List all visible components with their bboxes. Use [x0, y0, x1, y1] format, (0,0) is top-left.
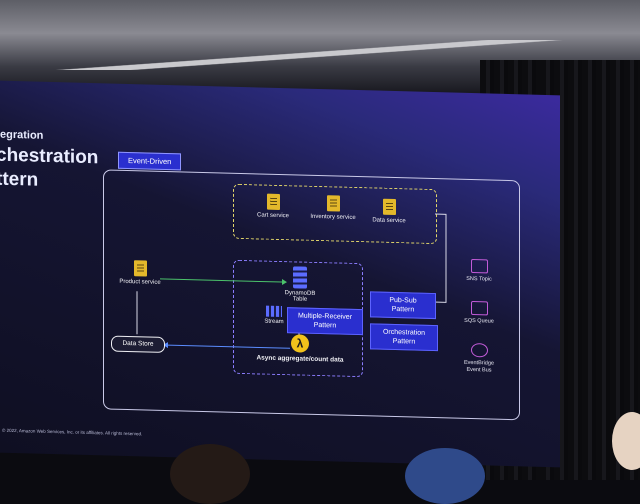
services-to-pubsub-line	[433, 213, 447, 303]
document-icon	[326, 195, 340, 212]
projection-screen: egration chestration ttern Event-Driven …	[0, 80, 560, 468]
audience-head-left	[170, 444, 250, 504]
dynamodb-label-line2: Table	[292, 296, 308, 303]
lambda-icon: λ	[291, 334, 309, 353]
product-to-dynamodb-arrowhead	[282, 279, 287, 286]
lambda-to-store-arrowhead	[163, 342, 168, 349]
data-service-node: Data service	[367, 198, 411, 224]
dynamodb-table-icon	[293, 266, 307, 289]
product-service-node: Product service	[112, 260, 168, 286]
orchestration-pattern-tag: Orchestration Pattern	[370, 323, 438, 352]
cart-service-node: Cart service	[251, 193, 295, 219]
sqs-queue-label: SQS Queue	[464, 317, 494, 325]
audience-head-right	[612, 412, 640, 470]
orchestration-line2: Pattern	[392, 337, 416, 346]
audience-head-cap	[405, 448, 485, 504]
eventbridge-node: EventBridge Event Bus	[456, 342, 502, 375]
stream-icon	[266, 305, 282, 318]
cart-service-label: Cart service	[256, 212, 289, 220]
lambda-to-store-arrow	[168, 344, 290, 349]
data-service-label: Data service	[372, 217, 406, 225]
sns-topic-icon	[470, 258, 488, 274]
product-to-dynamodb-arrow	[160, 278, 282, 283]
eventbridge-icon	[470, 342, 488, 358]
inventory-service-node: Inventory service	[303, 195, 363, 222]
sns-topic-label: SNS Topic	[466, 275, 492, 283]
stream-node: Stream	[263, 305, 285, 326]
lambda-node: λ Async aggregate/count data	[250, 333, 350, 364]
stream-label: Stream	[264, 318, 284, 326]
eventbridge-label-line2: Event Bus	[466, 366, 492, 374]
multiple-receiver-pattern-tag: Multiple-Receiver Pattern	[287, 307, 363, 336]
document-icon	[133, 260, 147, 277]
document-icon	[266, 193, 280, 210]
document-icon	[382, 198, 396, 216]
pub-sub-line2: Pattern	[391, 305, 415, 314]
multiple-receiver-line2: Pattern	[313, 321, 337, 330]
dynamodb-node: DynamoDB Table	[280, 266, 320, 303]
sns-topic-node: SNS Topic	[458, 258, 500, 284]
pub-sub-pattern-tag: Pub-Sub Pattern	[370, 291, 436, 320]
sqs-queue-node: SQS Queue	[458, 300, 500, 326]
sqs-queue-icon	[470, 300, 488, 316]
data-store: Data Store	[111, 335, 165, 353]
